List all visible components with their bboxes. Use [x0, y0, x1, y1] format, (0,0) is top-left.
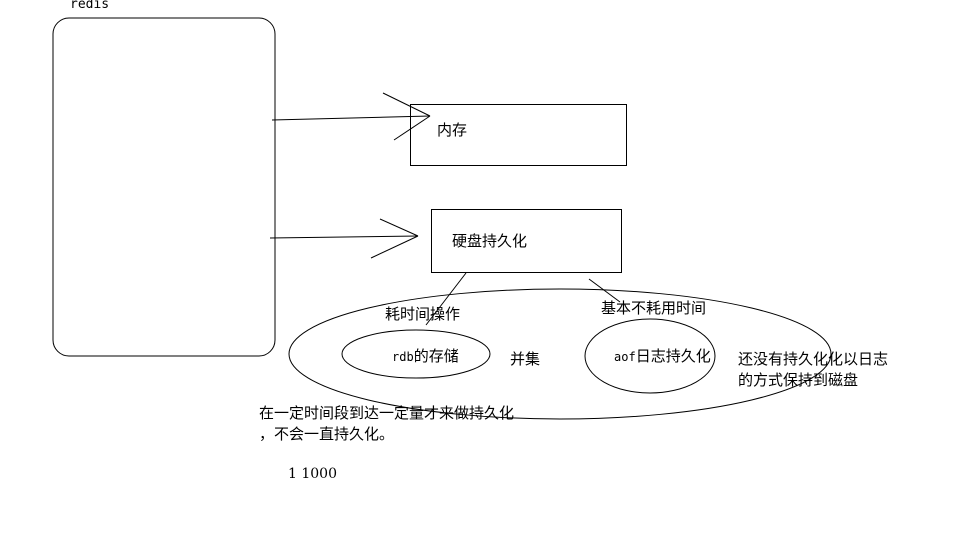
aof-ellipse	[584, 318, 716, 394]
disk-to-rdb-line	[425, 272, 467, 326]
arrow-to-memory	[271, 92, 431, 141]
union-label: 并集	[510, 350, 541, 368]
arrow-to-disk	[269, 218, 419, 259]
aof-note: 基本不耗用时间	[601, 299, 707, 317]
memory-label: 内存	[437, 121, 468, 139]
aof-suffix: 日志持久化	[635, 347, 711, 365]
rdb-description-line2: ，不会一直持久化。	[259, 425, 395, 443]
rdb-suffix: 的存储	[413, 347, 459, 365]
disk-box	[431, 209, 622, 273]
rdb-ellipse	[341, 329, 491, 379]
memory-box	[410, 104, 627, 166]
disk-persistence-label: 硬盘持久化	[452, 232, 528, 250]
rdb-description-line1: 在一定时间段到达一定量才来做持久化	[259, 404, 515, 422]
aof-description-line1: 还没有持久化化以日志	[738, 350, 889, 368]
redis-box	[52, 17, 276, 357]
aof-prefix: aof	[614, 350, 636, 364]
rdb-prefix: rdb	[392, 350, 414, 364]
persistence-ellipse	[288, 288, 832, 420]
rdb-storage-label: rdb的存储	[392, 347, 459, 366]
aof-log-label: aof日志持久化	[614, 347, 711, 366]
aof-description-line2: 的方式保持到磁盘	[738, 371, 859, 389]
redis-label: redis	[70, 0, 110, 12]
numbers-note: 1 1000	[288, 466, 337, 482]
disk-to-aof-line	[588, 278, 621, 303]
rdb-note: 耗时间操作	[385, 305, 461, 323]
